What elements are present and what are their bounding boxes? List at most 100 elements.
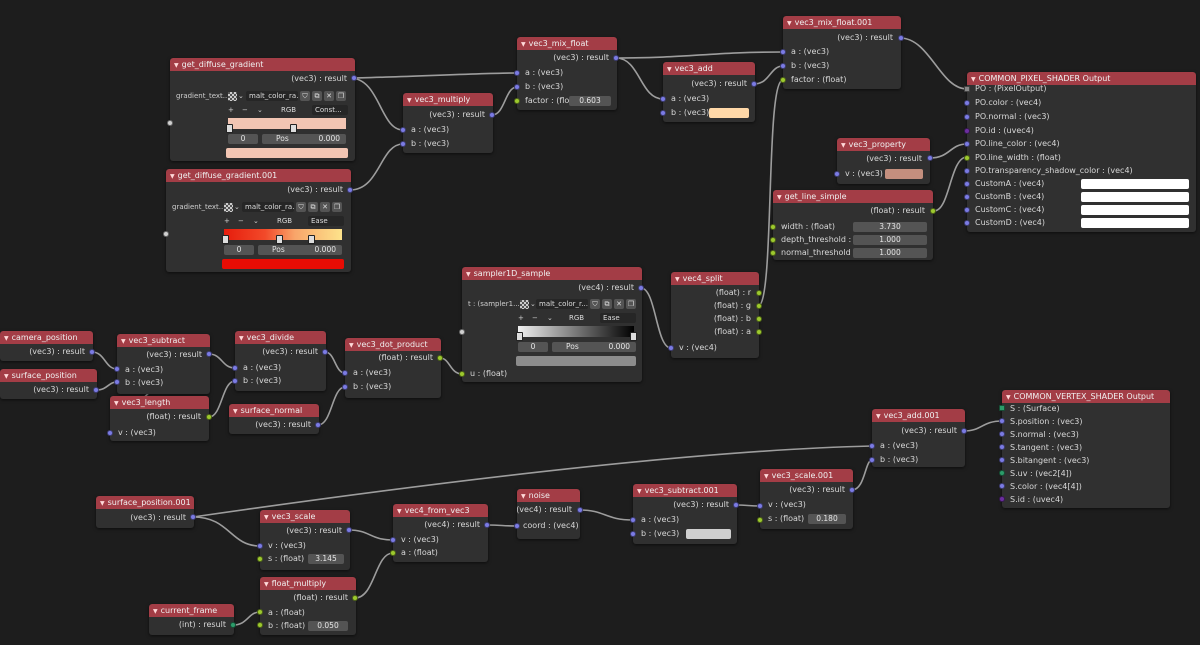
input-b-color-swatch[interactable] bbox=[709, 108, 749, 118]
socket-input-texture[interactable] bbox=[459, 329, 465, 335]
collapse-icon[interactable]: ▼ bbox=[4, 335, 9, 342]
socket-input-b[interactable] bbox=[400, 141, 406, 147]
collapse-icon[interactable]: ▼ bbox=[407, 97, 412, 104]
texture-browse-icon[interactable] bbox=[520, 300, 529, 309]
color-ramp[interactable] bbox=[228, 118, 346, 129]
socket-input-b[interactable] bbox=[630, 531, 636, 537]
ramp-menu-icon[interactable]: ⌄ bbox=[253, 217, 259, 225]
socket-input-s[interactable] bbox=[757, 517, 763, 523]
unlink-icon[interactable]: ✕ bbox=[614, 299, 624, 309]
socket-input-gradient-texture[interactable] bbox=[167, 120, 173, 126]
socket-output-result[interactable] bbox=[315, 422, 321, 428]
node-vec3-property[interactable]: ▼vec3_property (vec3) : result v : (vec3… bbox=[837, 138, 930, 184]
ramp-menu-icon[interactable]: ⌄ bbox=[257, 106, 263, 114]
scale-field[interactable]: 3.145 bbox=[308, 554, 344, 564]
node-header[interactable]: ▼COMMON_VERTEX_SHADER Output bbox=[1002, 390, 1170, 403]
socket-input-po-id[interactable] bbox=[964, 128, 970, 134]
copy-icon[interactable]: ❐ bbox=[626, 299, 636, 309]
node-pixel-shader-output[interactable]: ▼COMMON_PIXEL_SHADER Output PO : (PixelO… bbox=[967, 72, 1196, 232]
node-vec3-add-001[interactable]: ▼vec3_add.001 (vec3) : result a : (vec3)… bbox=[872, 409, 965, 467]
socket-input-v[interactable] bbox=[834, 171, 840, 177]
ramp-stop[interactable] bbox=[308, 235, 315, 244]
collapse-icon[interactable]: ▼ bbox=[675, 276, 680, 283]
socket-input-v[interactable] bbox=[107, 430, 113, 436]
socket-input-b[interactable] bbox=[660, 110, 666, 116]
node-vec3-multiply[interactable]: ▼vec3_multiply (vec3) : result a : (vec3… bbox=[403, 93, 493, 153]
scale-field[interactable]: 0.180 bbox=[808, 514, 846, 524]
node-sampler1d-sample[interactable]: ▼sampler1D_sample (vec4) : result t : (s… bbox=[462, 267, 642, 382]
collapse-icon[interactable]: ▼ bbox=[1006, 394, 1011, 401]
socket-output-result[interactable] bbox=[613, 55, 619, 61]
node-vec3-mix-float[interactable]: ▼vec3_mix_float (vec3) : result a : (vec… bbox=[517, 37, 617, 110]
node-vec4-split[interactable]: ▼vec4_split (float) : r (float) : g (flo… bbox=[671, 272, 759, 358]
texture-name-field[interactable]: malt_color_r... bbox=[536, 299, 588, 309]
node-header[interactable]: ▼current_frame bbox=[149, 604, 234, 617]
socket-input-factor[interactable] bbox=[780, 77, 786, 83]
socket-input-s-uv[interactable] bbox=[999, 470, 1005, 476]
socket-input-a[interactable] bbox=[514, 70, 520, 76]
collapse-icon[interactable]: ▼ bbox=[233, 408, 238, 415]
socket-output-r[interactable] bbox=[756, 290, 762, 296]
socket-input-b[interactable] bbox=[514, 84, 520, 90]
color-mode-select[interactable]: RGB bbox=[278, 105, 308, 115]
node-header[interactable]: ▼vec3_subtract.001 bbox=[633, 484, 737, 497]
unlink-icon[interactable]: ✕ bbox=[320, 202, 330, 212]
node-header[interactable]: ▼surface_normal bbox=[229, 404, 319, 417]
new-texture-icon[interactable]: ⧉ bbox=[308, 202, 318, 212]
node-header[interactable]: ▼vec3_scale.001 bbox=[760, 469, 853, 482]
node-vec3-add[interactable]: ▼vec3_add (vec3) : result a : (vec3) b :… bbox=[663, 62, 755, 122]
color-mode-select[interactable]: RGB bbox=[566, 313, 596, 323]
node-surface-position-001[interactable]: ▼surface_position.001 (vec3) : result bbox=[96, 496, 194, 528]
node-header[interactable]: ▼float_multiply bbox=[260, 577, 356, 590]
collapse-icon[interactable]: ▼ bbox=[637, 488, 642, 495]
node-vec3-subtract-001[interactable]: ▼vec3_subtract.001 (vec3) : result a : (… bbox=[633, 484, 737, 544]
socket-input-v[interactable] bbox=[668, 345, 674, 351]
collapse-icon[interactable]: ▼ bbox=[153, 608, 158, 615]
socket-input-normal-threshold[interactable] bbox=[770, 250, 776, 256]
node-vec3-scale[interactable]: ▼vec3_scale (vec3) : result v : (vec3) s… bbox=[260, 510, 350, 570]
collapse-icon[interactable]: ▼ bbox=[397, 508, 402, 515]
socket-output-result[interactable] bbox=[322, 349, 328, 355]
socket-input-a[interactable] bbox=[114, 366, 120, 372]
remove-stop-icon[interactable]: − bbox=[238, 217, 244, 225]
node-vec3-dot-product[interactable]: ▼vec3_dot_product (float) : result a : (… bbox=[345, 338, 441, 398]
socket-input-s-normal[interactable] bbox=[999, 431, 1005, 437]
socket-output-result[interactable] bbox=[961, 428, 967, 434]
collapse-icon[interactable]: ▼ bbox=[4, 373, 9, 380]
socket-output-result[interactable] bbox=[89, 349, 95, 355]
collapse-icon[interactable]: ▼ bbox=[264, 581, 269, 588]
socket-output-result[interactable] bbox=[751, 81, 757, 87]
copy-icon[interactable]: ❐ bbox=[336, 91, 346, 101]
socket-input-s-id[interactable] bbox=[999, 496, 1005, 502]
socket-output-result[interactable] bbox=[849, 487, 855, 493]
collapse-icon[interactable]: ▼ bbox=[841, 142, 846, 149]
color-mode-select[interactable]: RGB bbox=[274, 216, 304, 226]
socket-input-a[interactable] bbox=[232, 365, 238, 371]
collapse-icon[interactable]: ▼ bbox=[521, 41, 526, 48]
socket-input-po-transparency[interactable] bbox=[964, 168, 970, 174]
chevron-down-icon[interactable]: ⌄ bbox=[238, 92, 244, 100]
node-header[interactable]: ▼noise bbox=[517, 489, 580, 502]
collapse-icon[interactable]: ▼ bbox=[170, 173, 175, 180]
node-header[interactable]: ▼surface_position.001 bbox=[96, 496, 194, 509]
socket-input-v[interactable] bbox=[257, 543, 263, 549]
collapse-icon[interactable]: ▼ bbox=[667, 66, 672, 73]
node-vec3-mix-float-001[interactable]: ▼vec3_mix_float.001 (vec3) : result a : … bbox=[783, 16, 901, 89]
node-header[interactable]: ▼vec3_scale bbox=[260, 510, 350, 523]
socket-input-custom-a[interactable] bbox=[964, 181, 970, 187]
socket-input-a[interactable] bbox=[257, 609, 263, 615]
node-header[interactable]: ▼vec3_length bbox=[110, 396, 209, 409]
socket-output-result[interactable] bbox=[230, 622, 236, 628]
socket-input-po[interactable] bbox=[964, 86, 970, 92]
node-surface-normal[interactable]: ▼surface_normal (vec3) : result bbox=[229, 404, 319, 434]
custom-b-swatch[interactable] bbox=[1081, 192, 1189, 202]
stop-index-field[interactable]: 0 bbox=[228, 134, 258, 144]
socket-input-po-color[interactable] bbox=[964, 100, 970, 106]
add-stop-icon[interactable]: + bbox=[228, 106, 234, 114]
socket-input-b[interactable] bbox=[780, 63, 786, 69]
socket-input-s[interactable] bbox=[257, 556, 263, 562]
chevron-down-icon[interactable]: ⌄ bbox=[234, 203, 240, 211]
socket-input-a[interactable] bbox=[342, 370, 348, 376]
socket-input-b[interactable] bbox=[257, 622, 263, 628]
